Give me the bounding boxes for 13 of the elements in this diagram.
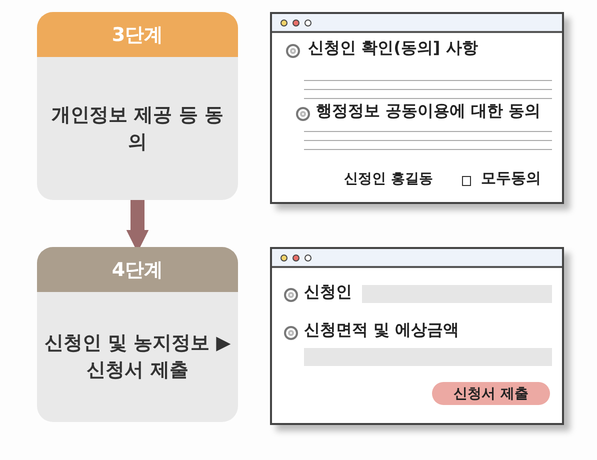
step-header: 4단계 (37, 247, 238, 292)
submit-button: 신청서 제출 (432, 382, 550, 405)
section-heading: 신청인 확인(동의] 사항 (308, 38, 478, 59)
step-description: 신청인 및 농지정보 ▶ 신청서 제출 (43, 331, 232, 383)
agree-all-label: 모두동의 (481, 169, 541, 188)
step-description: 개인정보 제공 등 동의 (50, 102, 224, 154)
window-box (270, 12, 564, 204)
step-header: 3단계 (37, 12, 238, 57)
field-label: 신청면적 및 에상금액 (304, 320, 460, 341)
window-box (270, 247, 564, 425)
applicant-name: 신정인 홍길동 (344, 170, 433, 188)
section-heading: 행정정보 공동이용에 대한 동의 (316, 101, 541, 122)
field-label: 신청인 (304, 282, 352, 303)
